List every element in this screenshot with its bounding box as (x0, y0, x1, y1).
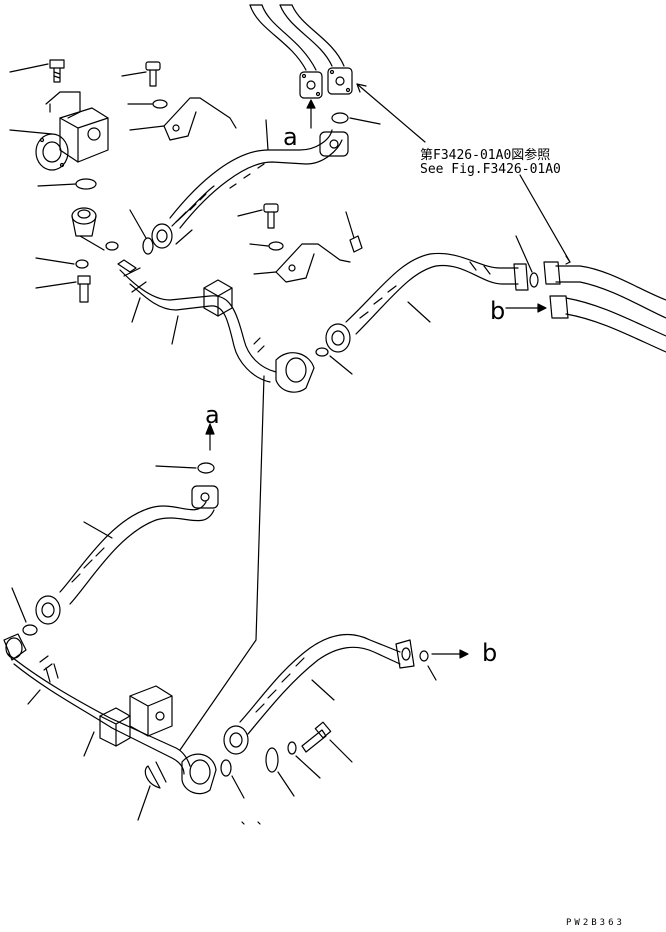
bolt-lower (301, 721, 332, 753)
lower-right-hose (223, 633, 415, 755)
oring-lower-center (220, 759, 232, 777)
external-pipes-top (249, 4, 345, 71)
reference-label-japanese: 第F3426-01A0図参照 (420, 148, 551, 163)
flange-top-left (299, 71, 323, 99)
washer-mid-left (75, 259, 89, 269)
bolt-mid-left (77, 275, 91, 303)
oring-center-right (315, 347, 329, 357)
mounting-bracket-left (45, 91, 81, 119)
tie-leader-vertical (179, 375, 265, 751)
washer-top-center (152, 99, 168, 109)
ref-leader (356, 83, 426, 143)
elbow-flange-lower (181, 753, 217, 795)
adapter-fitting (71, 207, 105, 251)
connection-label-b-lower: b (482, 639, 498, 667)
external-pipes-right (543, 261, 666, 353)
reference-label-english: See Fig.F3426-01A0 (420, 162, 561, 177)
washer-center (268, 241, 284, 251)
oring-lower-right (419, 650, 429, 662)
lock-washer-lower (265, 747, 279, 773)
oring-top (331, 112, 349, 124)
clip-center (349, 235, 363, 253)
washer-lower-1 (287, 741, 297, 755)
oring-left (75, 178, 97, 190)
oring-upper-left (142, 237, 154, 255)
main-tube-lower (3, 633, 191, 775)
right-hose-assembly (325, 252, 529, 353)
upper-hose-assembly (151, 129, 349, 249)
bolt-top-left (49, 59, 65, 83)
bolt-center (263, 203, 279, 229)
oring-mid (197, 462, 215, 474)
connection-label-a-lower: a (205, 401, 220, 429)
flange-top-right (327, 67, 353, 95)
clamp-bracket-center (275, 243, 351, 283)
connection-label-a-upper: a (283, 123, 298, 151)
u-clip (144, 761, 167, 789)
clamp-bracket-top (163, 97, 237, 141)
connection-label-b-right: b (490, 297, 506, 325)
elbow-flange-center (275, 352, 315, 393)
valve-block (35, 107, 109, 171)
lower-left-hose (35, 485, 219, 625)
page-code: PW2B363 (566, 918, 625, 928)
oring-right (529, 272, 539, 288)
oring-lower-left (22, 624, 38, 636)
main-tube-upper (117, 259, 277, 383)
bolt-top-center (145, 61, 161, 87)
